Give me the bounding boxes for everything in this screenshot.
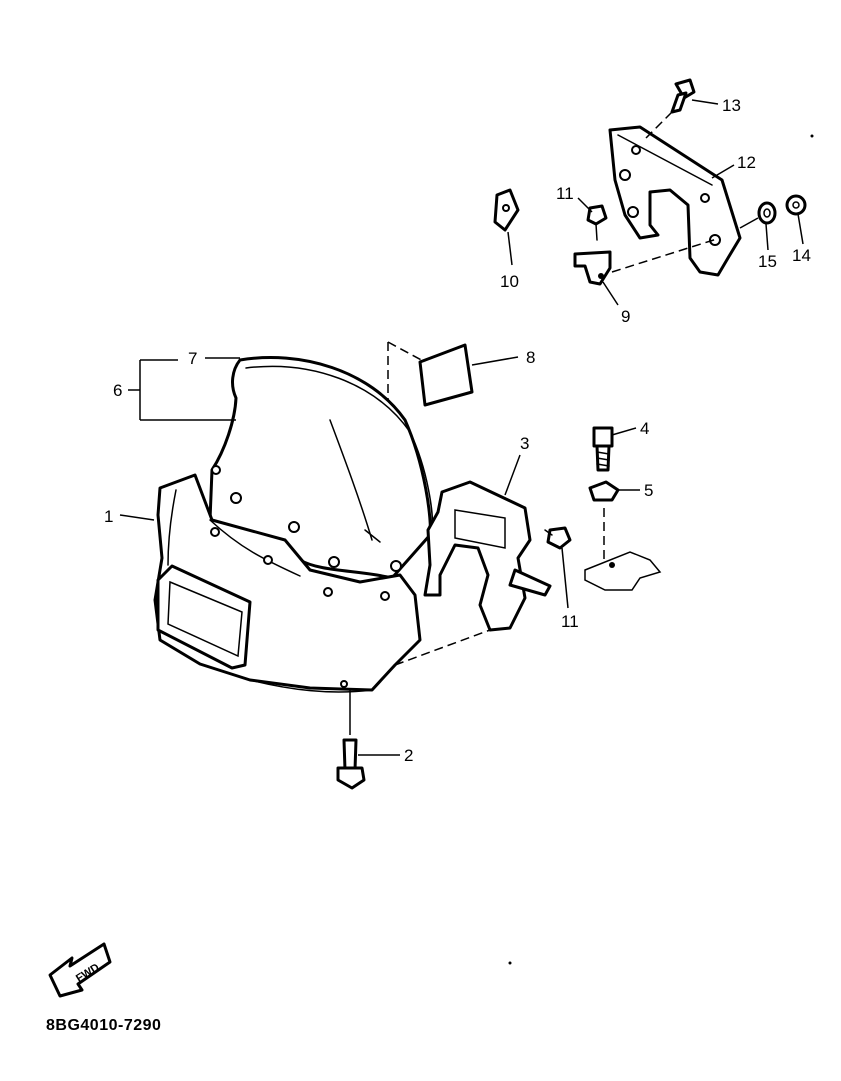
leader-12 <box>711 164 735 179</box>
callout-7: 7 <box>188 349 197 368</box>
part-1-cowling <box>153 465 422 693</box>
part-2-bolt <box>336 738 366 790</box>
callout-11-lower: 11 <box>561 612 579 631</box>
part-11-upper-screw <box>586 204 608 241</box>
part-4-bolt <box>592 426 614 472</box>
part-15-grommet <box>757 201 777 225</box>
callout-13: 13 <box>722 96 741 115</box>
callout-labels: 1 2 3 4 5 6 7 8 9 10 11 11 12 13 14 15 <box>104 96 811 765</box>
leader-15 <box>765 223 769 251</box>
leader-3 <box>504 454 521 496</box>
callout-9: 9 <box>621 307 630 326</box>
fwd-direction-arrow-icon: FWD <box>48 942 112 998</box>
callout-12: 12 <box>737 153 756 172</box>
callout-2: 2 <box>404 746 413 765</box>
part-13-bolt <box>670 78 696 114</box>
leader-1 <box>119 514 155 521</box>
part-14-nut <box>785 194 807 216</box>
callout-6: 6 <box>113 381 122 400</box>
mount-bracket-lower <box>584 551 662 591</box>
callout-8: 8 <box>526 348 535 367</box>
part-7-windshield <box>208 356 434 580</box>
part-5-grommet <box>588 480 620 502</box>
callout-3: 3 <box>520 434 529 453</box>
diagram-part-code: 8BG4010-7290 <box>46 1017 162 1034</box>
callout-1: 1 <box>104 507 113 526</box>
part-8-plate <box>418 343 474 407</box>
part-3-stay <box>423 480 552 632</box>
leader-10 <box>507 231 513 266</box>
leader-6-bracket <box>139 359 236 421</box>
leader-8 <box>471 356 519 366</box>
callout-14: 14 <box>792 246 811 265</box>
callout-11-upper: 11 <box>556 184 574 203</box>
callout-5: 5 <box>644 481 653 500</box>
leader-14 <box>797 213 804 245</box>
callout-10: 10 <box>500 272 519 291</box>
callout-4: 4 <box>640 419 649 438</box>
part-12-bracket <box>608 125 742 277</box>
leader-4 <box>611 427 637 436</box>
leader-11b <box>561 547 569 609</box>
part-10-clip <box>493 188 520 232</box>
leader-13 <box>691 99 719 105</box>
leader-11a <box>577 197 593 213</box>
part-9-stay <box>573 250 612 286</box>
leader-9 <box>602 281 619 306</box>
callout-15: 15 <box>758 252 777 271</box>
part-11-lower-screw <box>544 526 572 550</box>
